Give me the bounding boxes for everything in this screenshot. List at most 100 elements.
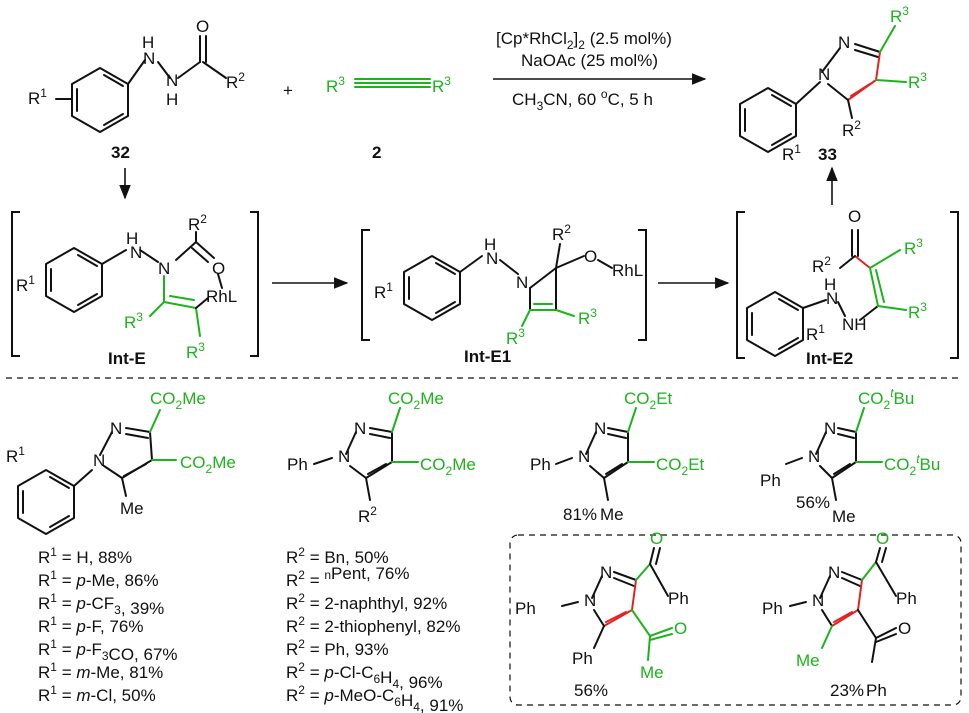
yield-bz2: 23% — [830, 681, 864, 700]
svg-text:CO2Me: CO2Me — [180, 453, 236, 476]
svg-text:Ph: Ph — [896, 589, 917, 608]
svg-text:CO2tBu: CO2tBu — [858, 386, 914, 412]
h-atom: H — [142, 33, 154, 52]
svg-text:N: N — [158, 259, 170, 278]
svg-text:N: N — [516, 273, 528, 292]
svg-text:O: O — [876, 529, 889, 548]
svg-text:N: N — [354, 419, 366, 438]
svg-text:N: N — [828, 563, 840, 582]
product-33-structure: N N R3 R3 R2 R1 — [739, 4, 927, 164]
int-e2-label: Int-E2 — [806, 349, 853, 368]
svg-text:R3: R3 — [908, 70, 927, 92]
r2-row-1: R2 = Bn, 50% — [286, 545, 389, 567]
int-e1-label: Int-E1 — [464, 347, 511, 366]
product-benzoyl-acetyl: N N Ph O Ph O Me Ph 23% — [762, 529, 917, 700]
svg-text:NH: NH — [842, 315, 867, 334]
svg-text:R3: R3 — [432, 74, 451, 96]
r2-label: R2 — [226, 70, 245, 92]
svg-text:Me: Me — [832, 507, 856, 526]
yield-tbu: 56% — [796, 493, 830, 512]
o-atom: O — [196, 17, 209, 36]
int-e1-structure: H N N R2 O RhL R1 R3 R3 — [374, 222, 643, 348]
r1-row-3: R1 = p-CF3, 39% — [38, 591, 164, 618]
svg-text:N: N — [808, 447, 820, 466]
r2-row-6: R2 = p-Cl-C6H4, 96% — [286, 660, 443, 692]
svg-text:Ph: Ph — [287, 455, 308, 474]
svg-text:R2: R2 — [552, 222, 571, 244]
r1-label: R1 — [28, 86, 47, 108]
r2-row-3: R2 = 2-naphthyl, 92% — [286, 591, 447, 613]
n-atom: N — [143, 49, 155, 68]
svg-text:R2: R2 — [842, 118, 861, 140]
alkyne-2-structure: R3 R3 — [326, 74, 451, 96]
svg-text:CO2tBu: CO2tBu — [884, 452, 940, 478]
svg-text:R3: R3 — [124, 310, 143, 332]
svg-text:O: O — [650, 529, 663, 548]
svg-text:Me: Me — [796, 651, 820, 670]
r2-row-7: R2 = p-MeO-C6H4, 91% — [286, 683, 463, 713]
svg-text:R1: R1 — [782, 142, 801, 164]
svg-text:Me: Me — [120, 499, 144, 518]
yield-ethyl: 81% — [563, 505, 597, 524]
svg-text:R1: R1 — [16, 273, 35, 295]
svg-text:R3: R3 — [578, 306, 597, 328]
compound-33-label: 33 — [818, 145, 837, 164]
svg-text:O: O — [848, 207, 861, 226]
svg-text:R2: R2 — [812, 254, 831, 276]
svg-text:Ph: Ph — [866, 681, 887, 700]
solvent-condition: CH3CN, 60 oC, 5 h — [512, 87, 653, 113]
svg-text:CO2Me: CO2Me — [388, 389, 444, 412]
svg-text:N: N — [584, 591, 596, 610]
svg-text:N: N — [826, 289, 838, 308]
svg-text:N: N — [338, 447, 350, 466]
r1-row-1: R1 = H, 88% — [38, 545, 132, 567]
r1-substituent-table: R1 = H, 88%R1 = p-Me, 86%R1 = p-CF3, 39%… — [38, 545, 178, 705]
svg-text:CO2Et: CO2Et — [656, 455, 705, 478]
svg-text:R2: R2 — [188, 212, 207, 234]
yield-bz1: 56% — [574, 681, 608, 700]
svg-text:N: N — [110, 419, 122, 438]
svg-text:Ph: Ph — [668, 589, 689, 608]
svg-text:H: H — [824, 275, 836, 294]
product-tbu-ester: N N Ph CO2tBu CO2tBu Me 56% — [760, 386, 940, 526]
svg-text:R3: R3 — [890, 4, 909, 26]
svg-text:N: N — [93, 451, 105, 470]
svg-text:Ph: Ph — [760, 471, 781, 490]
product-r1-series: N N CO2Me CO2Me Me R1 — [6, 389, 236, 535]
svg-text:R3: R3 — [326, 74, 345, 96]
svg-text:R1: R1 — [6, 444, 25, 466]
svg-text:Ph: Ph — [530, 455, 551, 474]
h-atom: H — [166, 90, 178, 109]
svg-text:N: N — [812, 591, 824, 610]
svg-text:RhL: RhL — [612, 261, 643, 280]
svg-text:N: N — [130, 243, 142, 262]
r2-row-4: R2 = 2-thiophenyl, 82% — [286, 614, 460, 636]
r1-row-7: R1 = m-Cl, 50% — [38, 683, 156, 705]
svg-text:R3: R3 — [506, 326, 525, 348]
int-e2-structure: O H N NH R2 R1 R3 R3 — [746, 207, 927, 357]
svg-text:CO2Et: CO2Et — [624, 389, 673, 412]
svg-text:R3: R3 — [186, 340, 205, 362]
compound-32-label: 32 — [111, 143, 130, 162]
svg-text:R2: R2 — [358, 504, 377, 526]
svg-text:Me: Me — [600, 505, 624, 524]
n-atom: N — [166, 71, 178, 90]
r1-row-6: R1 = m-Me, 81% — [38, 660, 163, 682]
svg-text:CO2Me: CO2Me — [420, 455, 476, 478]
r2-substituent-table: R2 = Bn, 50%R2 = nPent, 76%R2 = 2-naphth… — [286, 545, 463, 713]
diketone-products-box — [509, 534, 962, 706]
plus-sign: + — [283, 81, 293, 100]
r1-row-2: R1 = p-Me, 86% — [38, 568, 159, 590]
svg-text:RhL: RhL — [206, 287, 237, 306]
svg-text:O: O — [674, 619, 687, 638]
svg-text:N: N — [578, 447, 590, 466]
svg-text:O: O — [212, 259, 225, 278]
base-condition: NaOAc (25 mol%) — [521, 51, 658, 70]
svg-text:Ph: Ph — [762, 599, 783, 618]
r1-row-4: R1 = p-F, 76% — [38, 614, 143, 636]
svg-text:H: H — [126, 229, 138, 248]
svg-text:CO2Me: CO2Me — [150, 389, 206, 412]
svg-text:R1: R1 — [374, 280, 393, 302]
svg-text:N: N — [818, 65, 830, 84]
catalyst-condition: [Cp*RhCl2]2 (2.5 mol%) — [496, 29, 672, 52]
